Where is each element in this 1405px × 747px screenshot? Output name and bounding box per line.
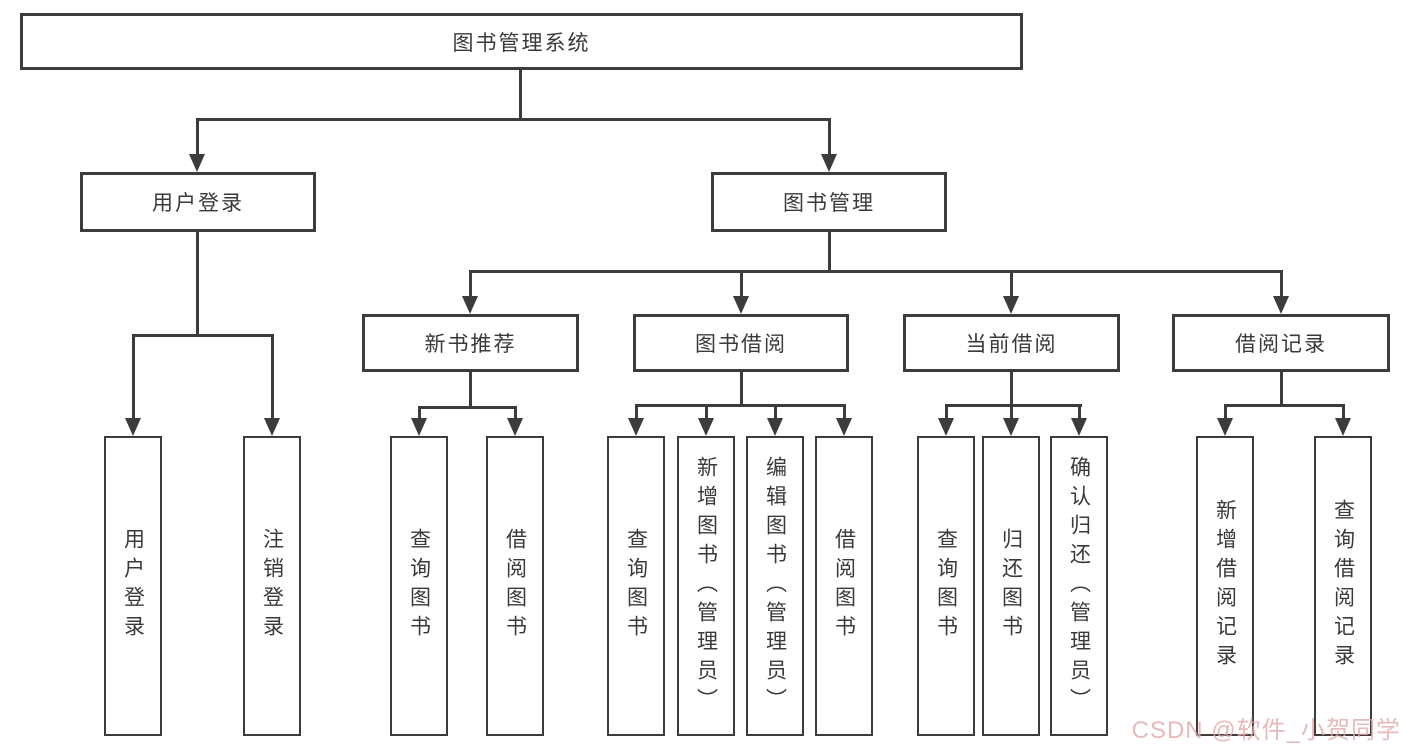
- leaf-borrow-add-label: 新增图书（管理员）: [694, 455, 718, 717]
- book-borrow-branch-line: [635, 404, 846, 407]
- leaf-borrow-borrow-label: 借阅图书: [832, 528, 856, 644]
- node-root-label: 图书管理系统: [452, 31, 591, 55]
- arrowhead-down-icon: [1071, 418, 1087, 436]
- watermark: CSDN @软件_小贺同学: [1131, 717, 1401, 744]
- stem-bb-add: [705, 404, 708, 420]
- stem-bb-edit: [774, 404, 777, 420]
- leaf-logout-label: 注销登录: [260, 528, 284, 644]
- arrowhead-down-icon: [1217, 418, 1233, 436]
- leaf-records-query: 查询借阅记录: [1314, 436, 1372, 736]
- leaf-current-return: 归还图书: [982, 436, 1040, 736]
- new-books-branch-line: [418, 406, 517, 409]
- leaf-borrow-borrow: 借阅图书: [815, 436, 873, 736]
- stem-new-books: [469, 270, 472, 298]
- current-borrow-trunk-line: [1010, 372, 1013, 404]
- stem-br-add: [1224, 404, 1227, 420]
- arrowhead-down-icon: [1003, 418, 1019, 436]
- leaf-logout: 注销登录: [243, 436, 301, 736]
- stem-bb-borrow: [843, 404, 846, 420]
- arrowhead-down-icon: [1273, 296, 1289, 314]
- arrowhead-down-icon: [507, 418, 523, 436]
- stem-user-login: [196, 118, 199, 156]
- stem-cb-query: [945, 404, 948, 420]
- leaf-current-query: 查询图书: [917, 436, 975, 736]
- leaf-current-query-label: 查询图书: [934, 528, 958, 644]
- stem-br-query: [1342, 404, 1345, 420]
- node-new-books: 新书推荐: [362, 314, 579, 372]
- node-user-login-label: 用户登录: [152, 192, 244, 215]
- arrowhead-down-icon: [125, 418, 141, 436]
- leaf-records-add: 新增借阅记录: [1196, 436, 1254, 736]
- leaf-newbooks-query: 查询图书: [390, 436, 448, 736]
- arrowhead-down-icon: [462, 296, 478, 314]
- leaf-records-query-label: 查询借阅记录: [1331, 499, 1355, 673]
- current-borrow-branch-line: [945, 404, 1082, 407]
- leaf-borrow-edit-label: 编辑图书（管理员）: [763, 455, 787, 717]
- arrowhead-down-icon: [1003, 296, 1019, 314]
- leaf-newbooks-borrow-label: 借阅图书: [503, 528, 527, 644]
- node-user-login: 用户登录: [80, 172, 316, 232]
- arrowhead-down-icon: [264, 418, 280, 436]
- stem-cb-confirm: [1078, 404, 1081, 420]
- arrowhead-down-icon: [836, 418, 852, 436]
- book-borrow-trunk-line: [740, 372, 743, 404]
- node-book-borrow: 图书借阅: [633, 314, 849, 372]
- arrowhead-down-icon: [411, 418, 427, 436]
- node-book-mgmt: 图书管理: [711, 172, 947, 232]
- node-current-borrow-label: 当前借阅: [965, 333, 1058, 356]
- arrowhead-down-icon: [938, 418, 954, 436]
- book-mgmt-trunk-line: [828, 232, 831, 270]
- stem-nb-query: [418, 406, 421, 420]
- arrowhead-down-icon: [1335, 418, 1351, 436]
- stem-leaf-user-login: [132, 334, 135, 420]
- leaf-current-return-label: 归还图书: [999, 528, 1023, 644]
- node-new-books-label: 新书推荐: [424, 333, 517, 356]
- node-borrow-records: 借阅记录: [1172, 314, 1390, 372]
- borrow-records-branch-line: [1224, 404, 1345, 407]
- leaf-borrow-query-label: 查询图书: [624, 528, 648, 644]
- new-books-trunk-line: [469, 372, 472, 406]
- node-book-borrow-label: 图书借阅: [695, 333, 787, 356]
- stem-cb-return: [1010, 404, 1013, 420]
- stem-borrow-records: [1280, 270, 1283, 298]
- node-book-mgmt-label: 图书管理: [783, 192, 875, 215]
- stem-current-borrow: [1010, 270, 1013, 298]
- arrowhead-down-icon: [821, 154, 837, 172]
- borrow-records-trunk-line: [1280, 372, 1283, 404]
- arrowhead-down-icon: [767, 418, 783, 436]
- leaf-borrow-query: 查询图书: [607, 436, 665, 736]
- leaf-records-add-label: 新增借阅记录: [1213, 499, 1237, 673]
- leaf-user-login: 用户登录: [104, 436, 162, 736]
- stem-book-mgmt: [828, 118, 831, 156]
- leaf-newbooks-query-label: 查询图书: [407, 528, 431, 644]
- stem-leaf-logout: [271, 334, 274, 420]
- leaf-user-login-label: 用户登录: [121, 528, 145, 644]
- leaf-borrow-add: 新增图书（管理员）: [677, 436, 735, 736]
- stem-nb-borrow: [514, 406, 517, 420]
- level2-branch-line: [469, 270, 1283, 273]
- node-root: 图书管理系统: [20, 13, 1023, 70]
- stem-book-borrow: [740, 270, 743, 298]
- stem-bb-query: [635, 404, 638, 420]
- leaf-borrow-edit: 编辑图书（管理员）: [746, 436, 804, 736]
- level1-branch-line: [196, 118, 831, 121]
- root-trunk-line: [519, 70, 522, 118]
- arrowhead-down-icon: [698, 418, 714, 436]
- arrowhead-down-icon: [628, 418, 644, 436]
- leaf-newbooks-borrow: 借阅图书: [486, 436, 544, 736]
- node-current-borrow: 当前借阅: [903, 314, 1120, 372]
- arrowhead-down-icon: [733, 296, 749, 314]
- leaf-current-confirm-label: 确认归还（管理员）: [1067, 455, 1091, 717]
- arrowhead-down-icon: [189, 154, 205, 172]
- user-login-branch-line: [132, 334, 274, 337]
- user-login-trunk-line: [196, 232, 199, 334]
- leaf-current-confirm: 确认归还（管理员）: [1050, 436, 1108, 736]
- node-borrow-records-label: 借阅记录: [1235, 333, 1327, 356]
